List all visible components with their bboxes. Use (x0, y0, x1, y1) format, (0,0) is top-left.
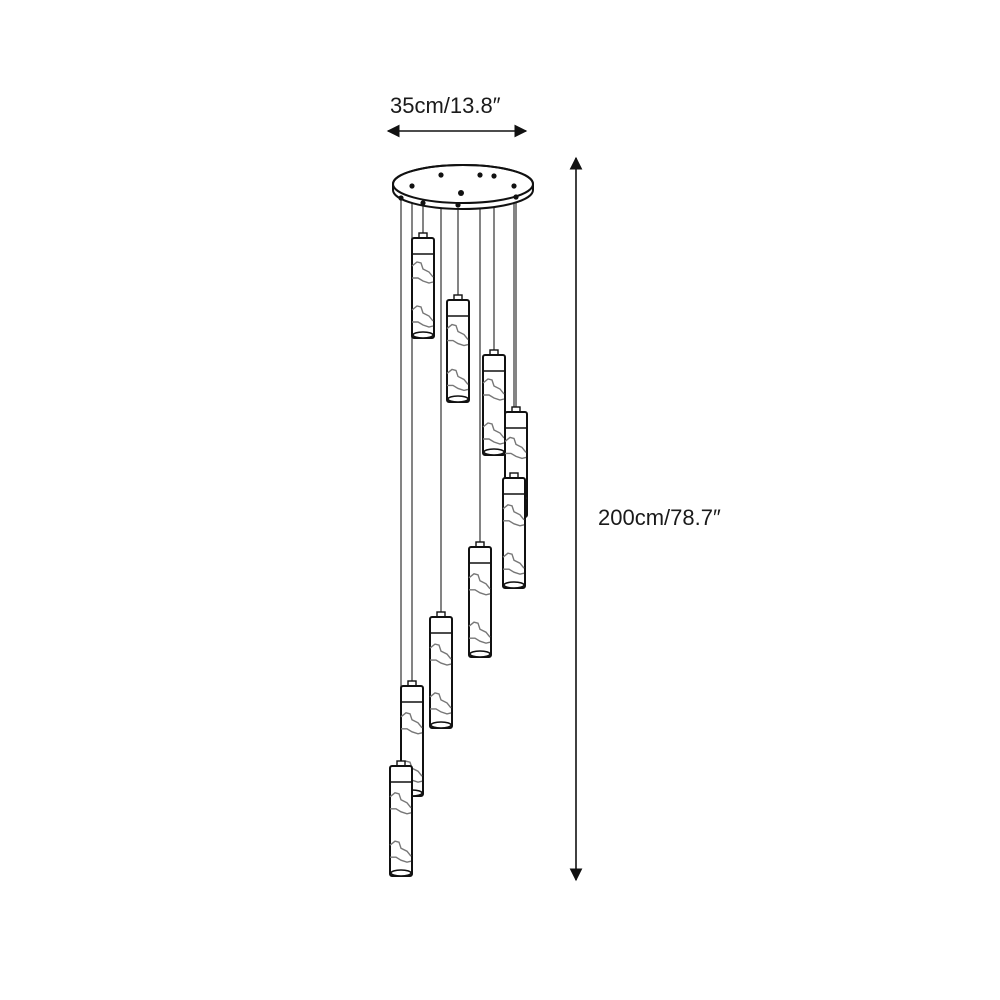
marble-vein (468, 621, 491, 644)
marble-vein (400, 712, 423, 735)
marble-vein (482, 378, 505, 401)
pendant-light (446, 294, 470, 403)
cord-anchors (398, 172, 519, 208)
ceiling-canopy (392, 164, 534, 210)
pendant-light (389, 760, 413, 877)
marble-vein (411, 305, 434, 328)
cords-group (400, 175, 517, 762)
cord-anchor-dot (420, 200, 426, 206)
pendant-light (429, 611, 453, 729)
cord-anchor-dot (398, 195, 404, 201)
cord-anchor-dot (511, 183, 517, 189)
marble-vein (389, 840, 412, 863)
pendant-light (482, 349, 506, 456)
marble-vein (389, 792, 412, 815)
pendant-light (502, 472, 526, 589)
marble-vein (504, 436, 527, 460)
marble-vein (446, 368, 469, 392)
pendant-light (468, 541, 492, 658)
cord-anchor-dot (513, 194, 519, 200)
marble-vein (468, 573, 491, 596)
marble-vein (429, 643, 452, 666)
marble-vein (502, 504, 525, 527)
width-dimension-label: 35cm/13.8″ (390, 93, 501, 118)
marble-vein (411, 261, 434, 284)
height-dimension-label: 200cm/78.7″ (598, 505, 721, 530)
pendant-light (411, 232, 435, 339)
marble-vein (446, 323, 469, 347)
marble-vein (482, 422, 505, 445)
cord-anchor-dot (491, 173, 497, 179)
marble-vein (429, 692, 452, 715)
cord-anchor-dot (455, 202, 461, 208)
cord-anchor-dot (438, 172, 444, 178)
marble-vein (502, 552, 525, 575)
cord-anchor-dot (409, 183, 415, 189)
pendants-group (389, 232, 528, 877)
cord-anchor-dot (477, 172, 483, 178)
